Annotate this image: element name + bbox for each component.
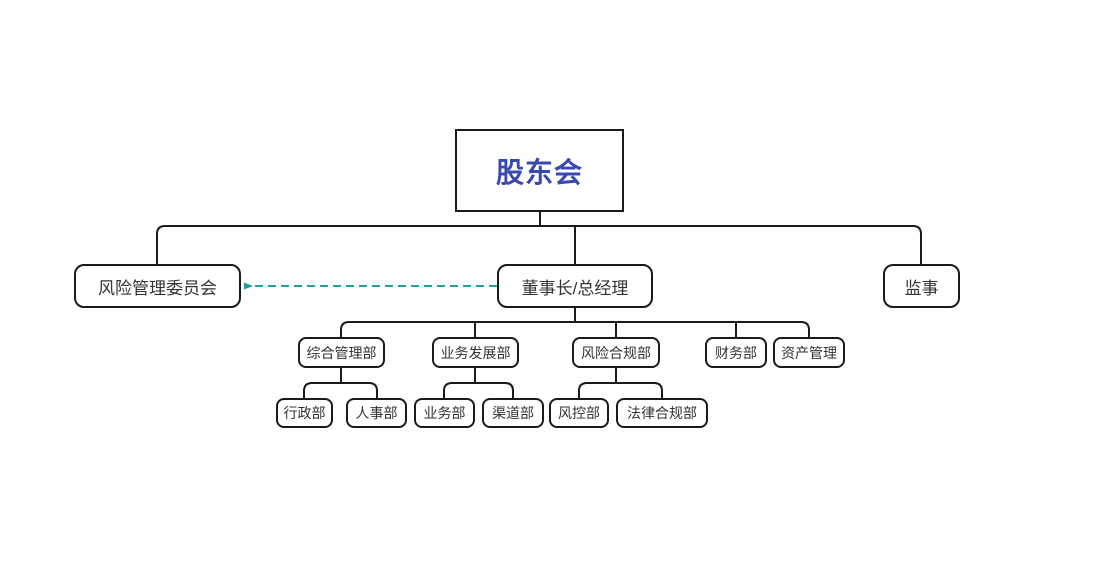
- edge-group-level2: [340, 308, 810, 337]
- node-finance[interactable]: 财务部: [705, 337, 767, 368]
- node-risk-compliance[interactable]: 风险合规部: [572, 337, 660, 368]
- node-risk-control-dept[interactable]: 风控部: [549, 398, 609, 428]
- edge-group-level3: [303, 368, 663, 398]
- node-chairman-gm[interactable]: 董事长/总经理: [497, 264, 653, 308]
- node-finance-label: 财务部: [715, 344, 757, 361]
- node-business-dept[interactable]: 业务部: [414, 398, 475, 428]
- node-risk-compliance-label: 风险合规部: [581, 344, 651, 361]
- node-general-admin-label: 综合管理部: [306, 344, 377, 361]
- node-shareholders[interactable]: 股东会: [455, 129, 624, 212]
- node-risk-control-dept-label: 风控部: [558, 405, 600, 421]
- node-business-dev[interactable]: 业务发展部: [432, 337, 519, 368]
- node-legal-compliance-label: 法律合规部: [627, 405, 697, 421]
- node-admin-dept-label: 行政部: [283, 405, 326, 421]
- node-risk-committee[interactable]: 风险管理委员会: [74, 264, 241, 308]
- node-asset-mgmt[interactable]: 资产管理: [773, 337, 845, 368]
- node-business-dev-label: 业务发展部: [440, 344, 511, 361]
- node-risk-committee-label: 风险管理委员会: [98, 278, 217, 298]
- node-chairman-gm-label: 董事长/总经理: [521, 278, 629, 298]
- node-business-dept-label: 业务部: [423, 405, 466, 421]
- node-general-admin[interactable]: 综合管理部: [298, 337, 385, 368]
- node-shareholders-label: 股东会: [495, 156, 583, 188]
- node-hr-dept[interactable]: 人事部: [346, 398, 407, 428]
- node-channel-dept-label: 渠道部: [492, 405, 534, 421]
- node-legal-compliance[interactable]: 法律合规部: [616, 398, 708, 428]
- node-supervisor-label: 监事: [904, 278, 939, 298]
- edge-group-level1: [156, 212, 922, 264]
- node-supervisor[interactable]: 监事: [883, 264, 960, 308]
- node-hr-dept-label: 人事部: [355, 405, 398, 421]
- node-admin-dept[interactable]: 行政部: [276, 398, 333, 428]
- node-channel-dept[interactable]: 渠道部: [482, 398, 544, 428]
- node-asset-mgmt-label: 资产管理: [781, 344, 837, 361]
